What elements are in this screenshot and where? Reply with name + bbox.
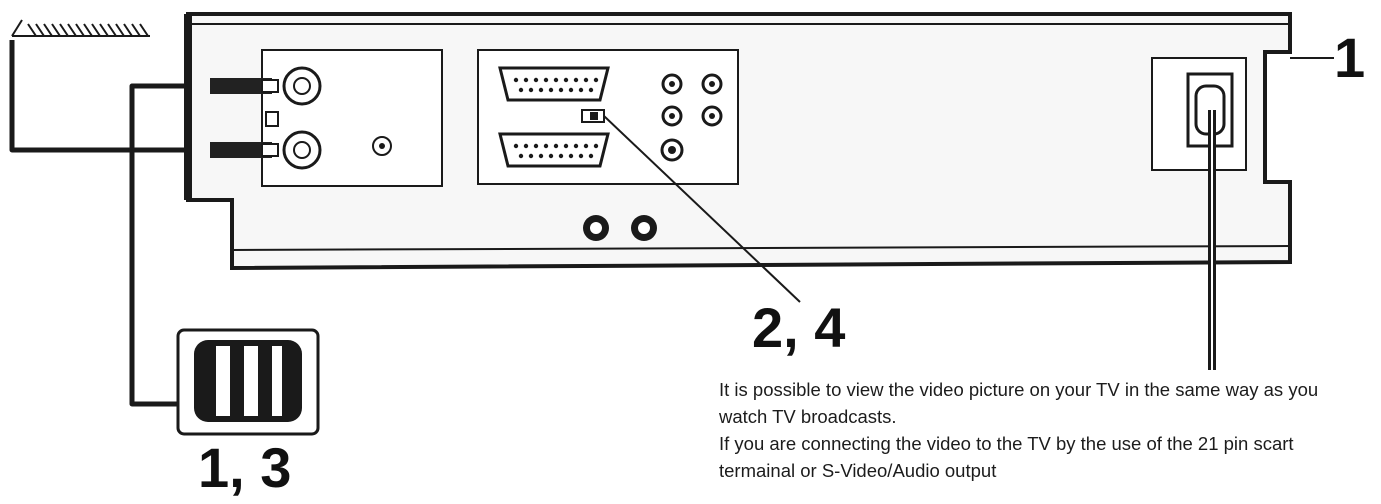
power-inlet-panel (1151, 57, 1247, 171)
tv-cable (129, 83, 230, 407)
av-terminal-panel (477, 49, 739, 185)
instruction-paragraph-1: It is possible to view the video picture… (719, 379, 1319, 427)
scart-terminal-1 (498, 66, 610, 102)
step-label-power: 1 (1334, 26, 1366, 89)
step-label-switch: 2, 4 (752, 296, 846, 359)
antenna (11, 19, 150, 37)
tv-set (176, 328, 320, 436)
aerial-terminal-panel (210, 49, 443, 187)
rf-out-plug (210, 78, 272, 94)
aerial-cable (9, 40, 230, 153)
scart-terminal-2 (498, 132, 610, 168)
step-label-tv: 1, 3 (198, 436, 292, 499)
instruction-paragraph-2: If you are connecting the video to the T… (719, 433, 1294, 481)
instruction-text: It is possible to view the video picture… (719, 376, 1359, 484)
rf-in-plug (210, 142, 272, 158)
leader-line-switch (603, 115, 801, 303)
front-av-jacks (583, 215, 657, 241)
